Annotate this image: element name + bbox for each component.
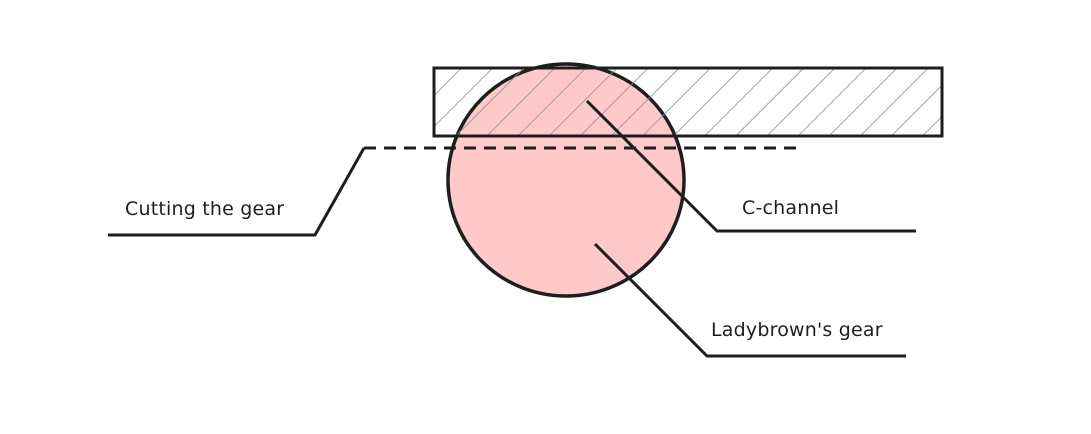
c-channel-leader-line (585, 99, 916, 233)
cutting-label: Cutting the gear (125, 198, 284, 220)
gear-leader-line (593, 242, 906, 358)
c-channel-label: C-channel (742, 197, 839, 219)
cutting-leader-line (108, 147, 366, 237)
c-channel-rect (432, 66, 944, 138)
gear-label: Ladybrown's gear (711, 319, 883, 341)
